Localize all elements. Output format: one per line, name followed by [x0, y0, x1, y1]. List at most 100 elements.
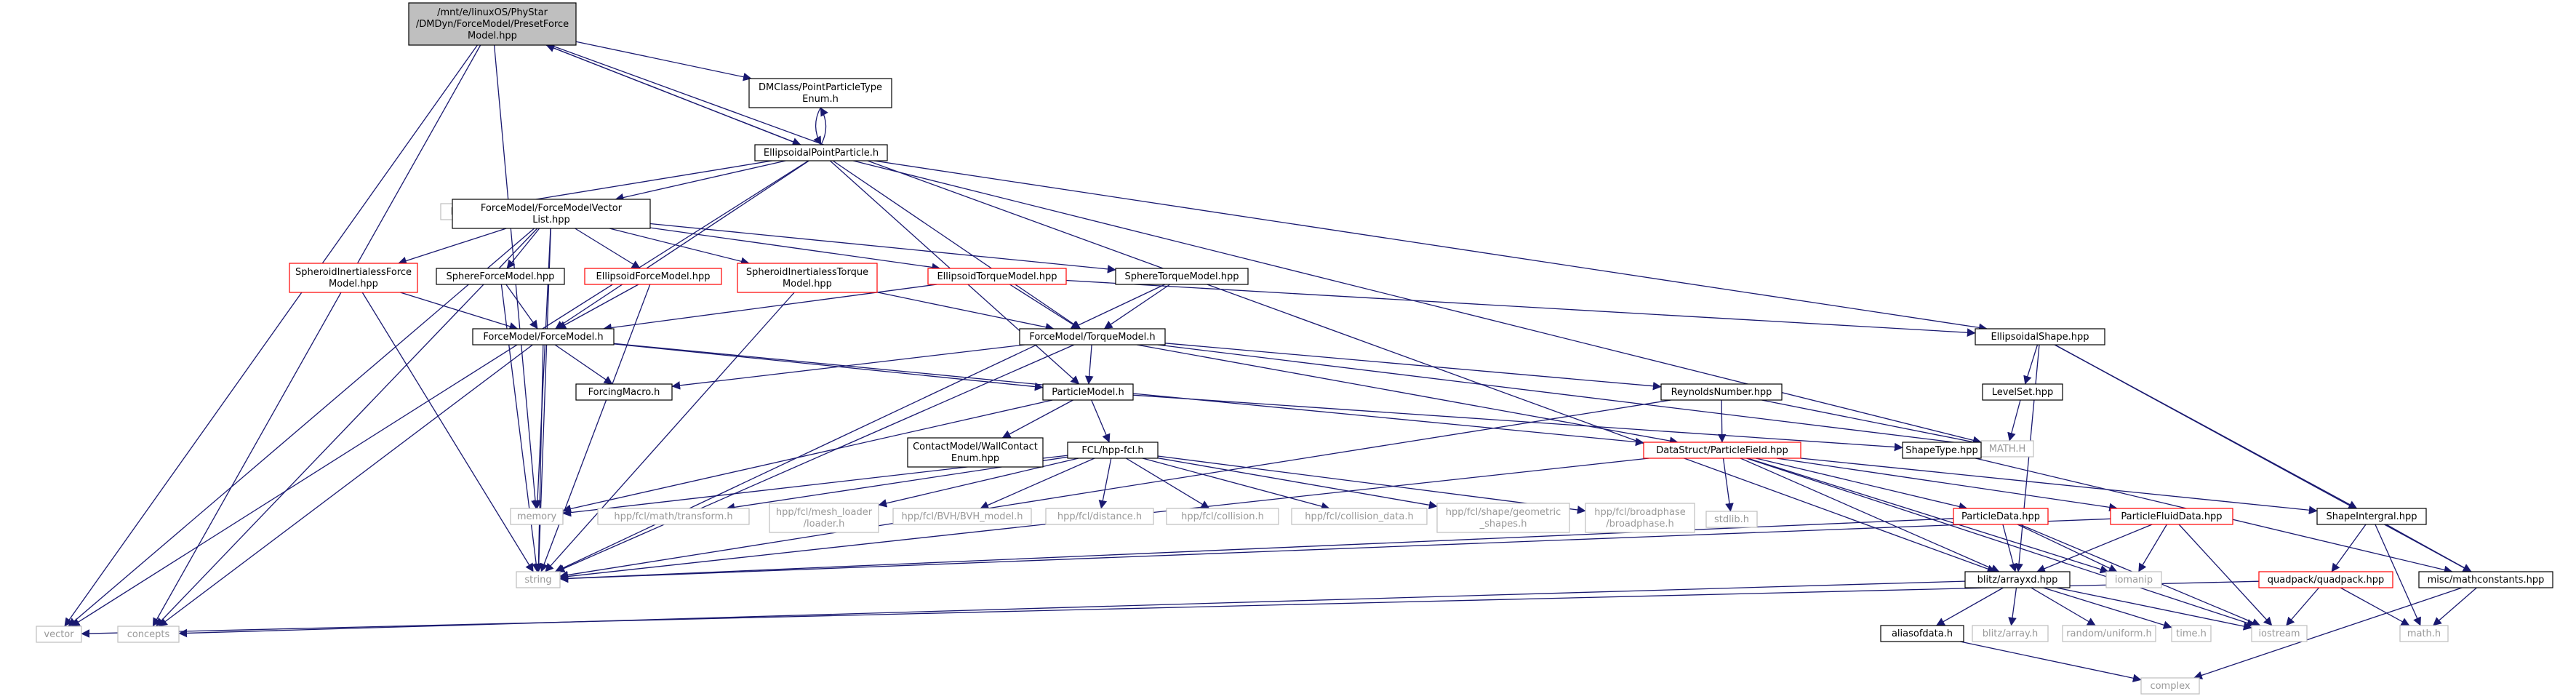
node-box — [1643, 442, 1801, 459]
node-label-line: _shapes.h — [1479, 519, 1527, 530]
node-box — [2105, 571, 2162, 588]
graph-node-bvh: hpp/fcl/BVH/BVH_model.h — [892, 508, 1032, 525]
node-box — [1880, 625, 1964, 642]
graph-node-broad: hpp/fcl/broadphase/broadphase.h — [1585, 503, 1695, 533]
graph-node-pfd[interactable]: ParticleFluidData.hpp — [2110, 508, 2233, 525]
graph-node-transform: hpp/fcl/math/transform.h — [597, 508, 750, 525]
nodes-layer: /mnt/e/linuxOS/PhyStar/DMDyn/ForceModel/… — [36, 2, 2553, 695]
graph-node-vector: vector — [36, 626, 82, 643]
graph-node-lset[interactable]: LevelSet.hpp — [1982, 383, 2063, 401]
edge-fmvl-to-sfm — [506, 228, 540, 269]
node-label-line: complex — [2150, 681, 2190, 692]
edge-pmh-to-fcl — [1091, 399, 1111, 443]
graph-node-aliasof[interactable]: aliasofdata.h — [1880, 625, 1964, 642]
edge-efm-to-string — [540, 284, 651, 572]
edge-fcl-to-broad — [1157, 455, 1586, 514]
graph-node-root[interactable]: /mnt/e/linuxOS/PhyStar/DMDyn/ForceModel/… — [408, 2, 577, 46]
edge-esh-to-mconst — [2054, 344, 2472, 572]
node-label-line: ForcingMacro.h — [588, 387, 660, 398]
edge-pfd-to-string — [559, 518, 2111, 583]
graph-node-mconst[interactable]: misc/mathconstants.hpp — [2418, 571, 2553, 588]
node-label-line: Model.hpp — [468, 31, 517, 41]
node-label-line: hpp/fcl/distance.h — [1057, 511, 1142, 522]
node-label-line: Model.hpp — [783, 279, 832, 289]
graph-node-etm[interactable]: EllipsoidTorqueModel.hpp — [927, 268, 1067, 285]
edge-sig-to-mconst — [2385, 524, 2472, 572]
graph-node-random: random/uniform.h — [2062, 625, 2156, 642]
edge-pmh-to-memory — [562, 399, 1053, 514]
edge-dspf-to-iostream — [1746, 458, 2256, 628]
node-box — [1067, 442, 1159, 459]
node-label-line: DataStruct/ParticleField.hpp — [1656, 445, 1788, 456]
node-label-line: ParticleFluidData.hpp — [2121, 511, 2222, 522]
node-box — [769, 503, 879, 533]
node-label-line: hpp/fcl/mesh_loader — [776, 507, 873, 518]
node-box — [436, 268, 565, 285]
edge-dspf-to-blitz — [1740, 458, 2000, 572]
graph-node-fmac[interactable]: ForcingMacro.h — [575, 383, 673, 401]
node-box — [1045, 508, 1154, 525]
edge-blitz-to-iostream — [2056, 587, 2252, 631]
node-box — [1585, 503, 1695, 533]
graph-node-coll: hpp/fcl/collision.h — [1166, 508, 1279, 525]
node-box — [2251, 625, 2308, 642]
graph-node-stype[interactable]: ShapeType.hpp — [1902, 442, 1982, 459]
graph-node-reyn[interactable]: ReynoldsNumber.hpp — [1660, 383, 1783, 401]
edge-fcl-to-colld — [1142, 458, 1330, 511]
graph-node-pdata[interactable]: ParticleData.hpp — [1953, 508, 2049, 525]
edge-etm-to-fmh — [603, 284, 937, 332]
edge-stm-to-string — [554, 284, 1165, 572]
edges-layer — [64, 41, 2477, 683]
node-box — [1975, 328, 2105, 345]
edge-tmh-to-string — [556, 344, 1075, 572]
graph-node-concepts: concepts — [117, 626, 180, 643]
node-label-line: ContactModel/WallContact — [913, 442, 1038, 452]
graph-node-memory: memory — [510, 508, 564, 525]
edge-epp-to-fmh — [555, 160, 809, 329]
node-box — [892, 508, 1032, 525]
edge-blitz-to-blitzarr — [2008, 587, 2017, 626]
edge-root-to-vector — [64, 44, 478, 627]
node-box — [2399, 625, 2449, 642]
graph-node-qp[interactable]: quadpack/quadpack.hpp — [2258, 571, 2393, 588]
graph-node-epp[interactable]: EllipsoidalPointParticle.h — [754, 144, 888, 161]
node-box — [1705, 511, 1758, 528]
node-label-line: FCL/hpp-fcl.h — [1081, 445, 1143, 456]
graph-node-blitz[interactable]: blitz/arrayxd.hpp — [1964, 571, 2071, 588]
edge-fcl-to-meshl — [878, 458, 1079, 508]
edge-pfd-to-iostream — [2178, 524, 2273, 626]
graph-node-fcl[interactable]: FCL/hpp-fcl.h — [1067, 442, 1159, 459]
node-label-line: SphereForceModel.hpp — [447, 271, 555, 282]
graph-node-esh[interactable]: EllipsoidalShape.hpp — [1975, 328, 2105, 345]
graph-node-stm[interactable]: SphereTorqueModel.hpp — [1115, 268, 1249, 285]
node-label-line: ShapeType.hpp — [1905, 445, 1977, 456]
graph-node-sig[interactable]: ShapeIntergral.hpp — [2316, 508, 2427, 525]
graph-node-fmh[interactable]: ForceModel/ForceModel.h — [472, 328, 615, 345]
edge-fmvl-to-efm — [575, 228, 641, 269]
node-label-line: blitz/arrayxd.hpp — [1977, 575, 2058, 586]
edge-fmvl-to-etm — [649, 227, 941, 272]
graph-node-dspf[interactable]: DataStruct/ParticleField.hpp — [1643, 442, 1801, 459]
edge-fmvl-to-stm — [649, 223, 1116, 273]
edge-fmvl-to-vector — [68, 228, 535, 627]
graph-node-efm[interactable]: EllipsoidForceModel.hpp — [584, 268, 722, 285]
edge-blitz-to-aliasof — [1935, 587, 2004, 626]
graph-node-sfm[interactable]: SphereForceModel.hpp — [436, 268, 565, 285]
graph-node-tmh[interactable]: ForceModel/TorqueModel.h — [1019, 328, 1166, 345]
graph-node-pmh[interactable]: ParticleModel.h — [1042, 383, 1134, 401]
edge-epp-to-vector — [71, 160, 809, 627]
node-label-line: /broadphase.h — [1606, 519, 1673, 530]
node-label-line: stdlib.h — [1714, 514, 1749, 525]
node-label-line: /mnt/e/linuxOS/PhyStar — [437, 7, 548, 18]
node-box — [2316, 508, 2427, 525]
edge-pmh-to-stype — [1132, 394, 1903, 452]
node-box — [2110, 508, 2233, 525]
edge-mconst-to-complex — [2193, 587, 2463, 680]
edge-sig-to-mathh — [2375, 524, 2421, 626]
